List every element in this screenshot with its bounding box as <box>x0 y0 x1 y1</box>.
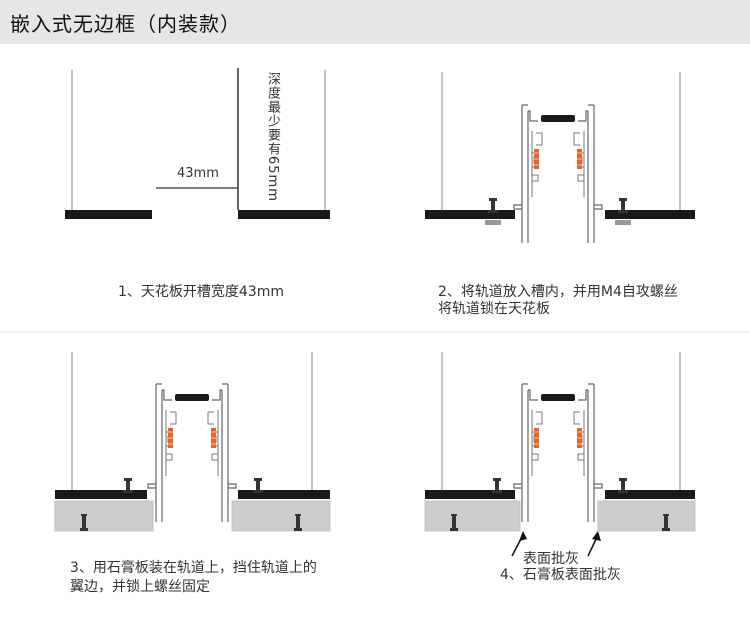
m4-screw-right <box>618 478 628 493</box>
ceiling-board-left <box>425 210 515 219</box>
step4-callout-label: 表面批灰 <box>523 551 579 567</box>
gypsum-board-left <box>54 500 154 532</box>
ceiling-board-right <box>605 490 695 499</box>
ceiling-board-right <box>605 210 695 219</box>
m4-screw-right <box>253 478 263 493</box>
step1-caption: 1、天花板开槽宽度43mm <box>118 284 284 300</box>
gypsum-board-left <box>424 500 521 532</box>
step3-caption-line2: 翼边，并锁上螺丝固定 <box>70 579 210 595</box>
step2-diagram <box>425 72 695 244</box>
m4-screw-left <box>492 478 502 493</box>
step1-width-label: 43mm <box>177 166 219 181</box>
m4-screw-left <box>123 478 133 493</box>
m4-screw-right <box>618 198 628 213</box>
step2-caption-line2: 将轨道锁在天花板 <box>438 301 550 317</box>
track-profile <box>147 383 237 523</box>
screw-washer <box>615 220 631 225</box>
step4-caption: 4、石膏板表面批灰 <box>500 567 621 583</box>
step2-caption-line1: 2、将轨道放入槽内，并用M4自攻螺丝 <box>438 284 678 300</box>
track-profile <box>513 104 603 244</box>
ceiling-board-right <box>238 490 330 499</box>
track-profile <box>513 383 603 523</box>
step1-diagram <box>65 68 330 219</box>
step3-caption-line1: 3、用石膏板装在轨道上，挡住轨道上的 <box>70 560 317 576</box>
gypsum-board-right <box>597 500 696 532</box>
m4-screw-left <box>488 198 498 213</box>
step3-diagram <box>54 352 331 532</box>
step4-diagram <box>424 352 696 557</box>
ceiling-board-left <box>65 210 152 219</box>
ceiling-board-left <box>55 490 147 499</box>
header-bar: 嵌入式无边框（内装款） <box>0 0 750 44</box>
gypsum-board-right <box>231 500 331 532</box>
ceiling-board-right <box>238 210 330 219</box>
ceiling-board-left <box>425 490 515 499</box>
screw-washer <box>485 220 501 225</box>
step1-depth-label: 深度最少要有65mm <box>265 72 280 202</box>
page-title: 嵌入式无边框（内装款） <box>10 12 241 36</box>
